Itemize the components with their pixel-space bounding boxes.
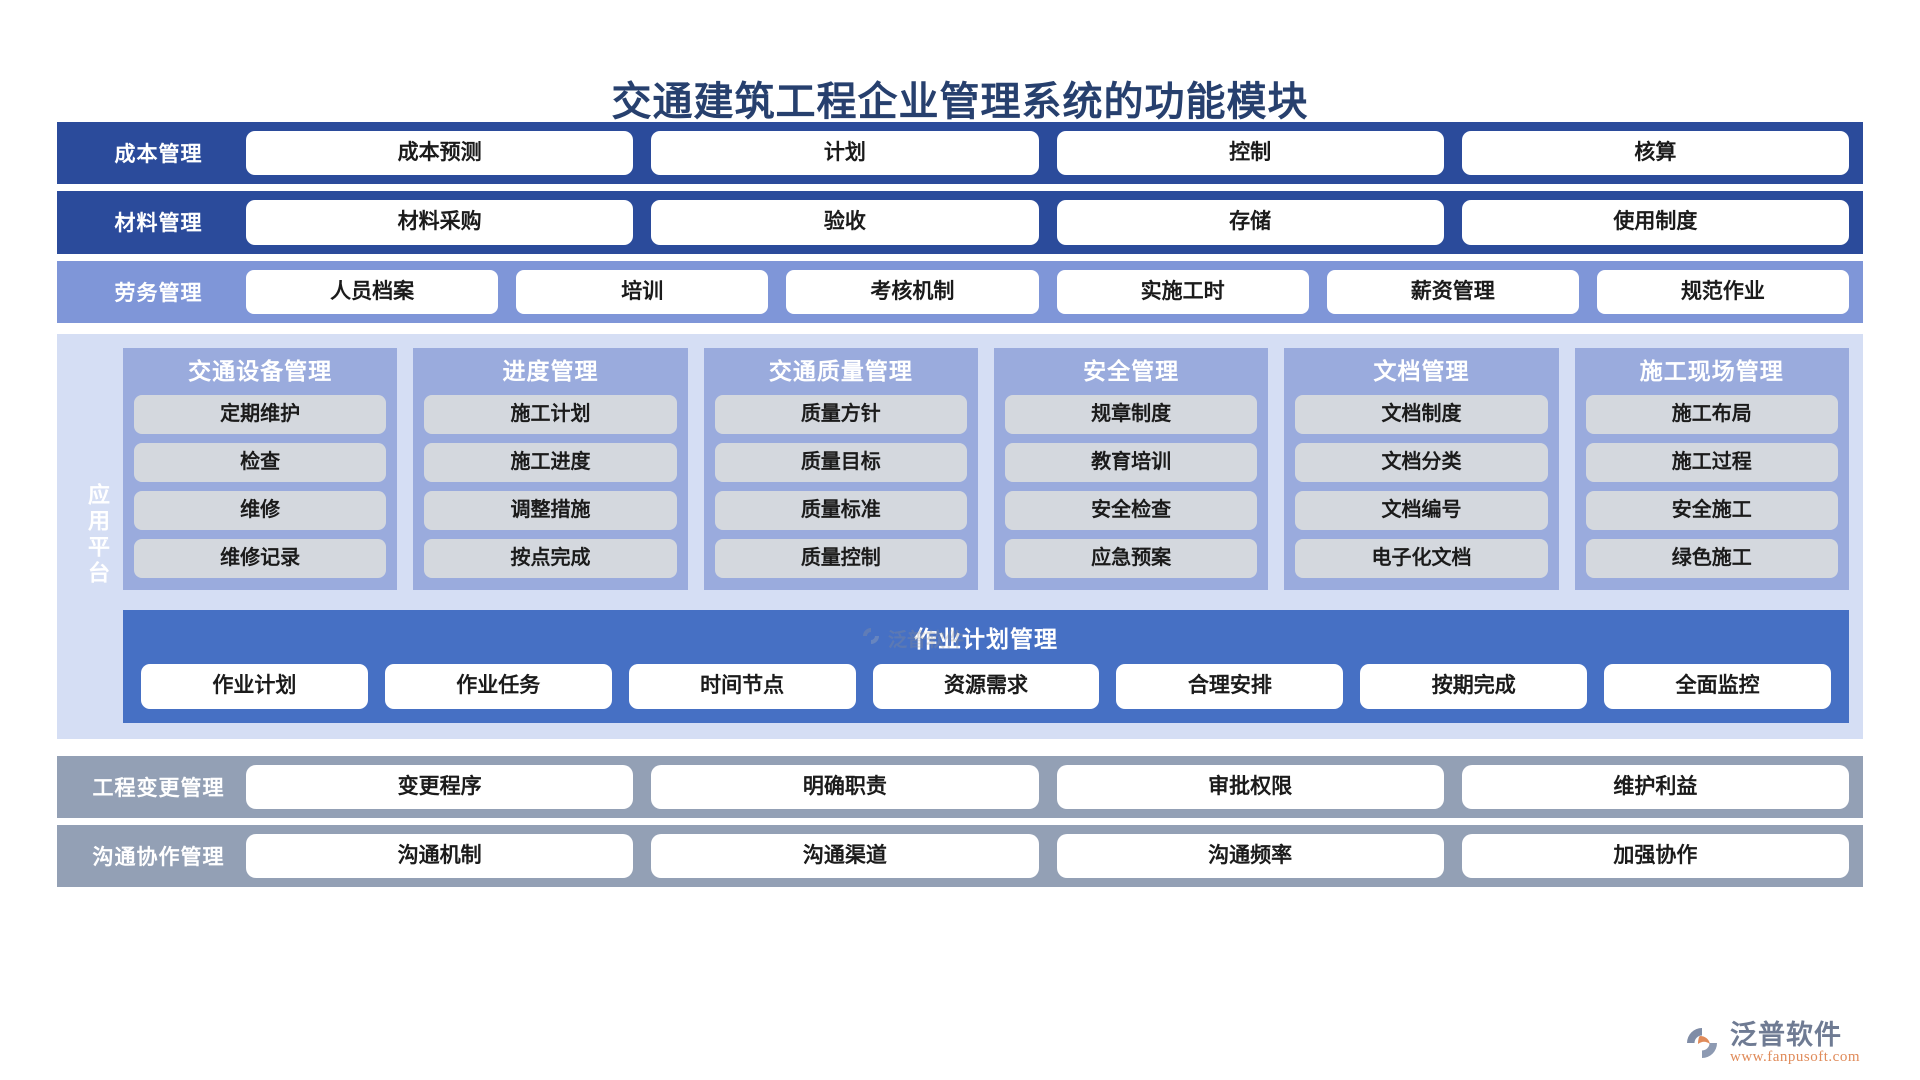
column-title-4: 文档管理 bbox=[1373, 357, 1470, 384]
workplan-item-0[interactable]: 作业计划 bbox=[141, 664, 368, 709]
workplan-item-5[interactable]: 按期完成 bbox=[1360, 664, 1588, 709]
pill-communication-0[interactable]: 沟通机制 bbox=[246, 833, 634, 879]
column-item-0-3[interactable]: 维修记录 bbox=[134, 539, 387, 579]
band-label-change: 工程变更管理 bbox=[92, 776, 225, 800]
column-item-4-3[interactable]: 电子化文档 bbox=[1295, 539, 1548, 579]
pill-cost-2[interactable]: 控制 bbox=[1056, 131, 1444, 176]
band-row-material: 材料管理 材料采购 验收 存储 使用制度 bbox=[57, 191, 1863, 254]
logo-url: www.fanpusoft.com bbox=[1729, 1049, 1860, 1065]
band-items-labor: 人员档案 培训 考核机制 实施工时 薪资管理 规范作业 bbox=[246, 269, 1850, 314]
page-title: 交通建筑工程企业管理系统的功能模块 bbox=[611, 80, 1309, 124]
pill-labor-4[interactable]: 薪资管理 bbox=[1326, 269, 1579, 314]
footer-logo: 泛普软件 www.fanpusoft.com bbox=[1683, 1019, 1860, 1066]
pill-communication-2[interactable]: 沟通频率 bbox=[1056, 833, 1444, 879]
column-item-5-1[interactable]: 施工过程 bbox=[1585, 443, 1838, 483]
column-item-3-2[interactable]: 安全检查 bbox=[1004, 491, 1258, 531]
column-item-5-0[interactable]: 施工布局 bbox=[1585, 395, 1838, 435]
pill-labor-1[interactable]: 培训 bbox=[516, 269, 769, 314]
band-label-cost: 成本管理 bbox=[114, 143, 203, 167]
column-title-2: 交通质量管理 bbox=[768, 357, 913, 384]
column-item-3-3[interactable]: 应急预案 bbox=[1004, 539, 1258, 579]
band-items-change: 变更程序 明确职责 审批权限 维护利益 bbox=[246, 764, 1849, 809]
band-items-material: 材料采购 验收 存储 使用制度 bbox=[246, 200, 1849, 245]
pill-change-2[interactable]: 审批权限 bbox=[1056, 764, 1444, 809]
pill-cost-1[interactable]: 计划 bbox=[651, 131, 1039, 176]
column-item-3-0[interactable]: 规章制度 bbox=[1004, 395, 1258, 435]
pill-material-1[interactable]: 验收 bbox=[651, 200, 1039, 245]
band-label-communication: 沟通协作管理 bbox=[92, 845, 225, 869]
pill-cost-0[interactable]: 成本预测 bbox=[246, 131, 634, 176]
platform-column-traffic-equipment: 交通设备管理 定期维护 检查 维修 维修记录 bbox=[123, 347, 398, 591]
column-item-4-2[interactable]: 文档编号 bbox=[1295, 491, 1548, 531]
top-bands-group: 成本管理 成本预测 计划 控制 核算 材料管理 材料采购 验收 存储 使用制度 … bbox=[0, 122, 1920, 323]
band-items-cost: 成本预测 计划 控制 核算 bbox=[246, 131, 1849, 176]
column-item-2-1[interactable]: 质量目标 bbox=[714, 443, 967, 483]
column-item-5-2[interactable]: 安全施工 bbox=[1585, 491, 1838, 531]
logo-name: 泛普软件 bbox=[1729, 1019, 1842, 1050]
band-row-labor: 劳务管理 人员档案 培训 考核机制 实施工时 薪资管理 规范作业 bbox=[57, 260, 1863, 323]
column-item-1-1[interactable]: 施工进度 bbox=[424, 443, 677, 483]
platform-column-document: 文档管理 文档制度 文档分类 文档编号 电子化文档 bbox=[1284, 347, 1559, 591]
band-items-communication: 沟通机制 沟通渠道 沟通频率 加强协作 bbox=[246, 833, 1849, 879]
band-label-material: 材料管理 bbox=[114, 212, 203, 236]
logo-text-wrap: 泛普软件 www.fanpusoft.com bbox=[1729, 1019, 1860, 1066]
column-item-0-0[interactable]: 定期维护 bbox=[134, 395, 387, 435]
pill-communication-1[interactable]: 沟通渠道 bbox=[651, 833, 1039, 879]
pill-material-0[interactable]: 材料采购 bbox=[246, 200, 634, 245]
pill-communication-3[interactable]: 加强协作 bbox=[1461, 833, 1849, 879]
column-item-2-3[interactable]: 质量控制 bbox=[714, 539, 967, 579]
workplan-item-3[interactable]: 资源需求 bbox=[872, 664, 1100, 709]
platform-column-safety: 安全管理 规章制度 教育培训 安全检查 应急预案 bbox=[993, 347, 1269, 591]
pill-cost-3[interactable]: 核算 bbox=[1461, 131, 1849, 176]
column-item-4-0[interactable]: 文档制度 bbox=[1295, 395, 1548, 435]
workplan-item-6[interactable]: 全面监控 bbox=[1604, 664, 1832, 709]
column-item-3-1[interactable]: 教育培训 bbox=[1004, 443, 1258, 483]
pill-labor-2[interactable]: 考核机制 bbox=[786, 269, 1039, 314]
band-row-communication: 沟通协作管理 沟通机制 沟通渠道 沟通频率 加强协作 bbox=[57, 824, 1863, 888]
column-title-3: 安全管理 bbox=[1083, 357, 1180, 384]
column-item-2-0[interactable]: 质量方针 bbox=[714, 395, 967, 435]
platform-body: 交通设备管理 定期维护 检查 维修 维修记录 进度管理 施工计划 施工进度 调整… bbox=[123, 347, 1849, 723]
platform-column-traffic-quality: 交通质量管理 质量方针 质量目标 质量标准 质量控制 bbox=[703, 347, 978, 591]
column-item-1-3[interactable]: 按点完成 bbox=[424, 539, 677, 579]
pill-labor-3[interactable]: 实施工时 bbox=[1056, 269, 1309, 314]
column-title-1: 进度管理 bbox=[502, 357, 599, 384]
workplan-items: 作业计划 作业任务 时间节点 资源需求 合理安排 按期完成 全面监控 bbox=[141, 664, 1832, 709]
platform-label: 应用平台 bbox=[85, 483, 110, 588]
pill-change-1[interactable]: 明确职责 bbox=[651, 764, 1039, 809]
workplan-item-4[interactable]: 合理安排 bbox=[1116, 664, 1344, 709]
column-item-5-3[interactable]: 绿色施工 bbox=[1585, 539, 1838, 579]
column-item-2-2[interactable]: 质量标准 bbox=[714, 491, 967, 531]
pill-change-0[interactable]: 变更程序 bbox=[246, 764, 634, 809]
pill-labor-0[interactable]: 人员档案 bbox=[246, 269, 499, 314]
platform-columns: 交通设备管理 定期维护 检查 维修 维修记录 进度管理 施工计划 施工进度 调整… bbox=[123, 347, 1849, 591]
application-platform: 应用平台 交通设备管理 定期维护 检查 维修 维修记录 进度管理 施工计划 施工… bbox=[57, 333, 1863, 739]
workplan-item-2[interactable]: 时间节点 bbox=[628, 664, 856, 709]
workplan-title: 作业计划管理 bbox=[914, 626, 1058, 653]
column-item-4-1[interactable]: 文档分类 bbox=[1295, 443, 1548, 483]
pill-material-3[interactable]: 使用制度 bbox=[1461, 200, 1849, 245]
bottom-bands-group: 工程变更管理 变更程序 明确职责 审批权限 维护利益 沟通协作管理 沟通机制 沟… bbox=[0, 755, 1920, 888]
column-item-0-2[interactable]: 维修 bbox=[134, 491, 387, 531]
workplan-item-1[interactable]: 作业任务 bbox=[384, 664, 612, 709]
platform-column-progress: 进度管理 施工计划 施工进度 调整措施 按点完成 bbox=[413, 347, 688, 591]
pill-change-3[interactable]: 维护利益 bbox=[1461, 764, 1849, 809]
band-label-labor: 劳务管理 bbox=[114, 281, 203, 305]
column-item-1-2[interactable]: 调整措施 bbox=[424, 491, 677, 531]
workplan-section: 作业计划管理 作业计划 作业任务 时间节点 资源需求 合理安排 按期完成 全面监… bbox=[123, 610, 1849, 723]
pill-material-2[interactable]: 存储 bbox=[1056, 200, 1444, 245]
column-title-5: 施工现场管理 bbox=[1639, 357, 1784, 384]
column-title-0: 交通设备管理 bbox=[188, 357, 333, 384]
column-item-1-0[interactable]: 施工计划 bbox=[424, 395, 677, 435]
platform-column-construction-site: 施工现场管理 施工布局 施工过程 安全施工 绿色施工 bbox=[1574, 347, 1849, 591]
column-item-0-1[interactable]: 检查 bbox=[134, 443, 387, 483]
pill-labor-5[interactable]: 规范作业 bbox=[1596, 269, 1850, 314]
band-row-cost: 成本管理 成本预测 计划 控制 核算 bbox=[57, 122, 1863, 185]
band-row-change: 工程变更管理 变更程序 明确职责 审批权限 维护利益 bbox=[57, 755, 1863, 818]
fanpu-logo-icon bbox=[1683, 1024, 1721, 1062]
